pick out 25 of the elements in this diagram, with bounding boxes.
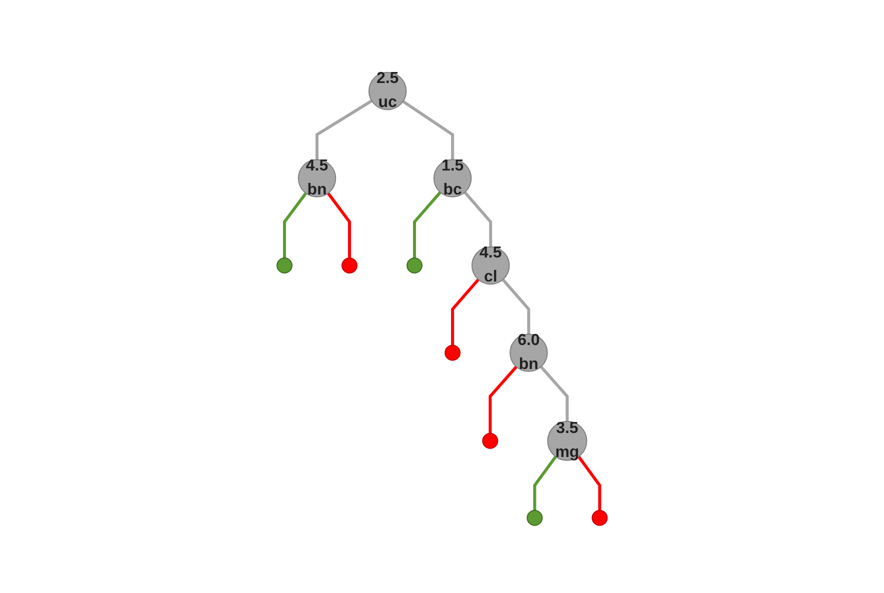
node-circle [341, 258, 358, 274]
connector [450, 278, 480, 346]
connector [282, 192, 307, 258]
node-circle: 4.5 bn [298, 159, 336, 198]
connector [412, 192, 442, 258]
connector [540, 366, 569, 422]
node-circle: 3.5 mg [547, 421, 588, 462]
connector [315, 100, 372, 160]
node-circle: 1.5 bc [433, 159, 472, 198]
connector [488, 366, 518, 434]
node-circle [276, 258, 292, 274]
node-circle [592, 510, 608, 526]
node-circle: 2.5 uc [368, 72, 407, 110]
node-circle: 6.0 bn [509, 334, 548, 372]
connector [533, 456, 557, 511]
connector [502, 278, 530, 334]
node-circle [444, 345, 460, 362]
node-circle [526, 510, 543, 526]
node-circle: 4.5 cl [471, 246, 510, 285]
node-circle [482, 433, 498, 450]
connector [326, 192, 351, 258]
node-circle [406, 258, 422, 274]
connector [402, 100, 454, 160]
connector [464, 192, 492, 248]
connector [577, 456, 602, 511]
